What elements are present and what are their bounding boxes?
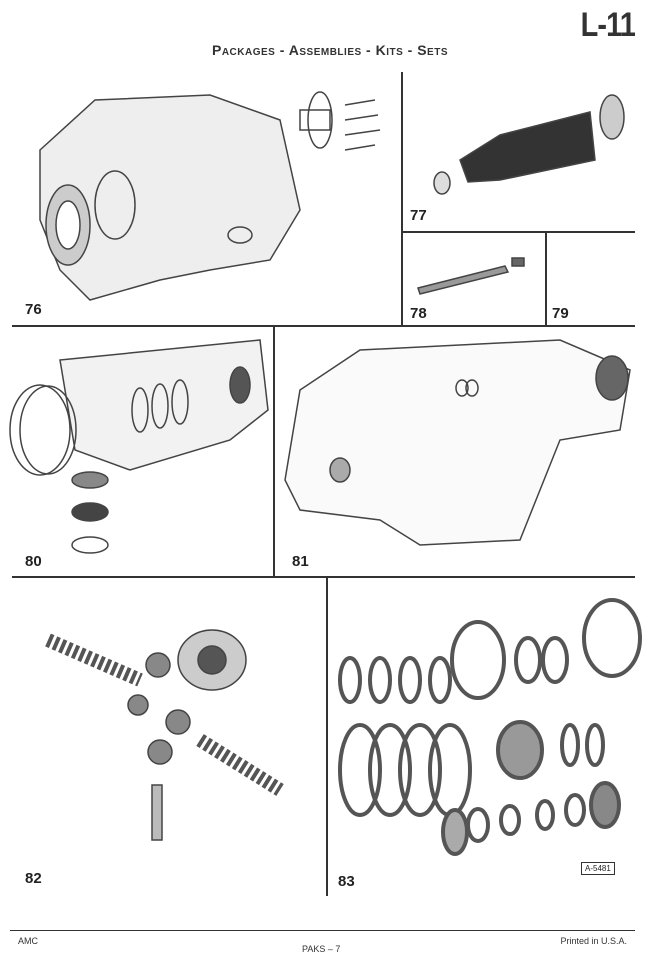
figure-number-78: 78 <box>410 305 427 322</box>
differential-illustration <box>45 629 284 841</box>
valve-body-illustration <box>9 339 269 554</box>
reference-code: A-5481 <box>581 862 615 875</box>
figure-number-83: 83 <box>338 873 355 890</box>
figure-number-79: 79 <box>552 305 569 322</box>
divider <box>545 231 547 327</box>
figure-number-82: 82 <box>25 870 42 887</box>
page-number: L-11 <box>580 6 636 44</box>
figure-number-81: 81 <box>292 553 309 570</box>
footer-center: PAKS – 7 <box>302 944 341 954</box>
boot-seal-illustration <box>433 94 625 195</box>
footer-left: AMC <box>18 936 38 946</box>
figure-number-77: 77 <box>410 207 427 224</box>
footer-rule <box>10 930 635 931</box>
transmission-housing-illustration <box>284 339 631 546</box>
footer-right: Printed in U.S.A. <box>560 936 627 946</box>
figure-number-76: 76 <box>25 301 42 318</box>
divider <box>401 231 635 233</box>
figure-number-80: 80 <box>25 553 42 570</box>
divider <box>273 325 275 578</box>
rings-seals-kit-illustration <box>338 598 642 856</box>
page-title: Packages - Assemblies - Kits - Sets <box>212 42 448 58</box>
divider <box>401 72 403 327</box>
shaft-illustration <box>417 257 525 295</box>
transmission-case-illustration <box>39 91 381 301</box>
divider <box>12 325 635 327</box>
divider <box>326 576 328 896</box>
divider <box>12 576 635 578</box>
